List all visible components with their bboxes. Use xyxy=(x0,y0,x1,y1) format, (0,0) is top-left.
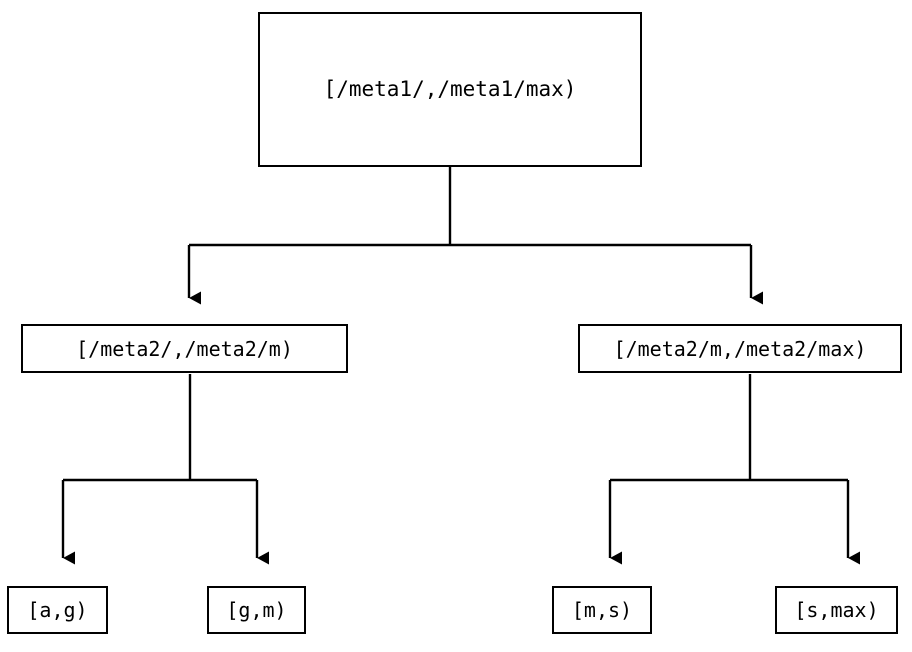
tree-node-leaf-3[interactable]: [s,max) xyxy=(775,586,898,634)
tree-node-root-label: [/meta1/,/meta1/max) xyxy=(323,77,577,101)
tree-node-left-label: [/meta2/,/meta2/m) xyxy=(76,336,293,361)
tree-node-leaf-0-label: [a,g) xyxy=(27,598,88,622)
tree-node-leaf-1-label: [g,m) xyxy=(226,598,287,622)
tree-node-leaf-1[interactable]: [g,m) xyxy=(207,586,306,634)
tree-node-leaf-3-label: [s,max) xyxy=(794,598,879,622)
tree-node-left[interactable]: [/meta2/,/meta2/m) xyxy=(21,324,348,373)
tree-node-leaf-2-label: [m,s) xyxy=(571,598,633,622)
tree-node-root[interactable]: [/meta1/,/meta1/max) xyxy=(258,12,642,167)
tree-node-leaf-0[interactable]: [a,g) xyxy=(7,586,108,634)
tree-node-right-label: [/meta2/m,/meta2/max) xyxy=(613,336,867,361)
tree-node-leaf-2[interactable]: [m,s) xyxy=(552,586,652,634)
tree-node-right[interactable]: [/meta2/m,/meta2/max) xyxy=(578,324,902,373)
